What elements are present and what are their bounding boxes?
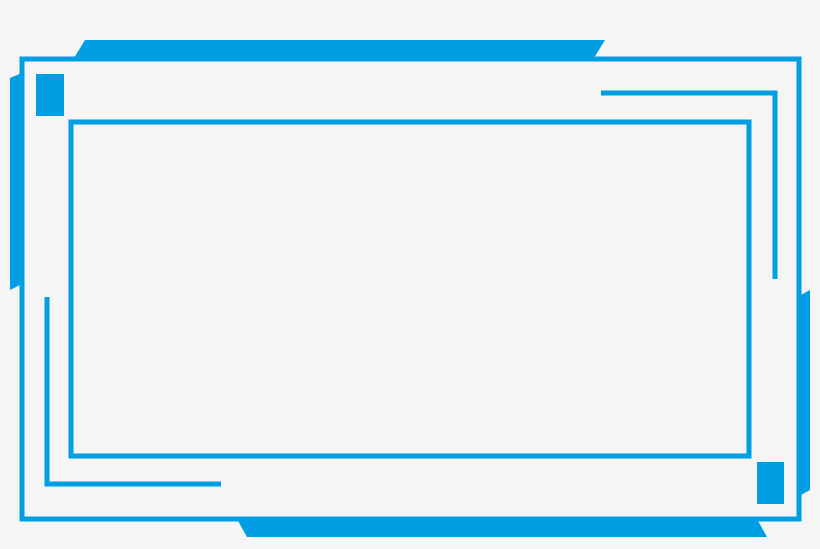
- top-right-corner-line: [601, 90, 778, 279]
- bottom-left-corner-line: [44, 297, 221, 487]
- outer-frame: [19, 56, 802, 522]
- right-side-bar: [799, 290, 810, 496]
- inner-frame: [68, 119, 752, 459]
- bottom-right-block: [757, 462, 784, 504]
- bottom-tab: [237, 519, 767, 537]
- top-left-block: [36, 74, 64, 116]
- left-side-bar: [10, 73, 22, 290]
- top-tab: [74, 40, 605, 58]
